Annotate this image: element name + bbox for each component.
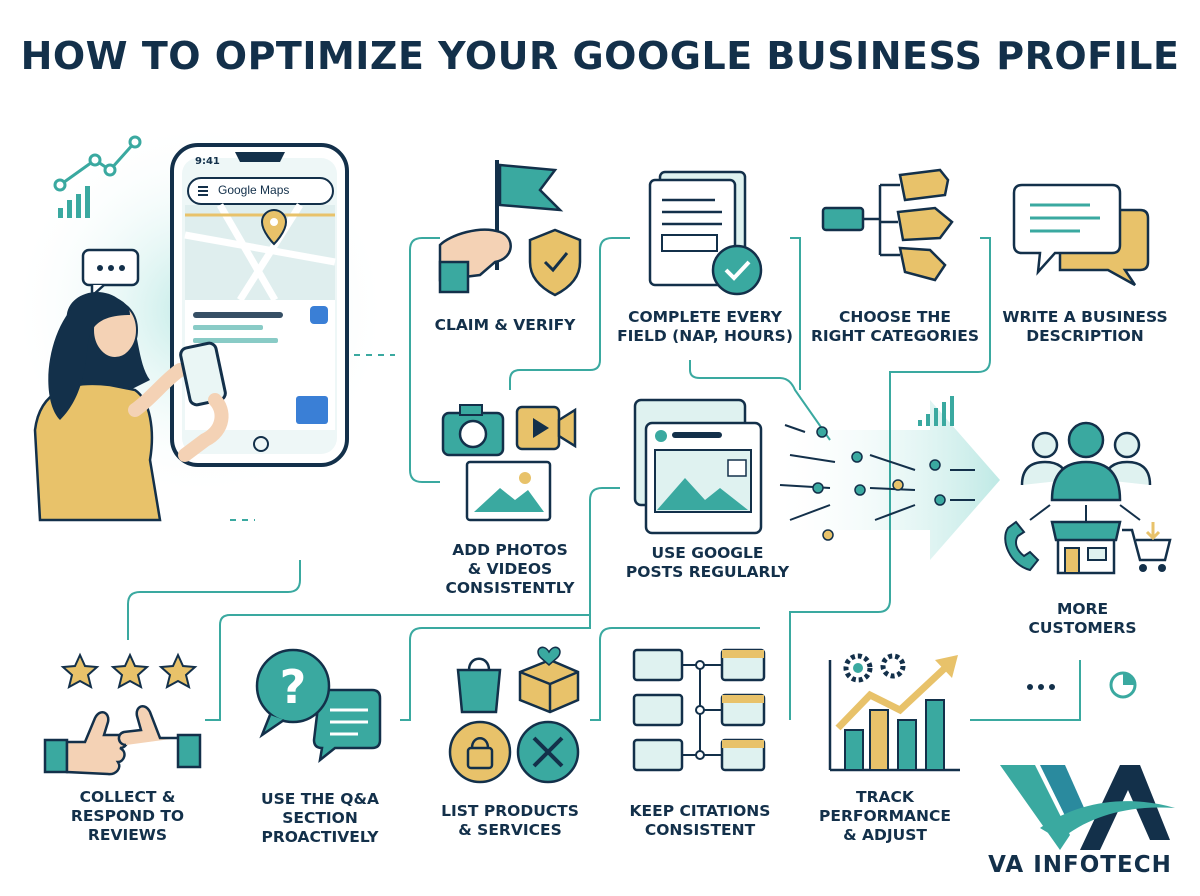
step-label-google-posts: USE GOOGLE POSTS REGULARLY — [625, 544, 790, 581]
brand-name: VA INFOTECH — [988, 852, 1172, 878]
growth-chart-gears-icon — [828, 653, 960, 772]
outcome-label: MORE CUSTOMERS — [1028, 600, 1137, 637]
connector-lines — [127, 237, 1081, 721]
step-label-products: LIST PRODUCTS & SERVICES — [441, 802, 579, 839]
people-funnel-icon — [779, 424, 975, 541]
camera-video-icon — [441, 404, 577, 522]
documents-check-icon — [648, 170, 763, 296]
step-label-reviews: COLLECT & RESPOND TO REVIEWS — [70, 788, 185, 844]
phone-status-time: 9:41 — [195, 156, 220, 167]
bar-chart-small-icon — [918, 396, 954, 426]
speech-bubbles-icon — [1012, 183, 1150, 287]
step-label-qa: USE THE Q&A SECTION PROACTIVELY — [261, 790, 379, 846]
va-infotech-logo — [1000, 765, 1175, 850]
step-label-photos-videos: ADD PHOTOS & VIDEOS CONSISTENTLY — [445, 541, 575, 597]
woman-with-phone-illustration — [33, 291, 229, 522]
step-label-claim: CLAIM & VERIFY — [434, 316, 576, 334]
phone-search-text: Google Maps — [218, 183, 290, 197]
category-tags-icon — [821, 168, 954, 282]
products-services-icon — [448, 646, 580, 784]
stars-thumbs-icon — [43, 652, 202, 776]
step-label-categories: CHOOSE THE RIGHT CATEGORIES — [810, 308, 980, 345]
step-label-description: WRITE A BUSINESS DESCRIPTION — [1002, 308, 1168, 345]
page-title: HOW TO OPTIMIZE YOUR GOOGLE BUSINESS PRO… — [20, 34, 1180, 78]
svg-text:?: ? — [280, 660, 307, 714]
storefront-icon — [1050, 520, 1122, 575]
social-posts-icon — [633, 398, 763, 535]
step-label-track: TRACK PERFORMANCE & ADJUST — [819, 788, 951, 844]
chat-bubble-icon — [81, 248, 140, 299]
step-label-citations: KEEP CITATIONS CONSISTENT — [629, 802, 771, 839]
shopping-cart-icon — [1122, 522, 1172, 572]
funnel-arrow — [770, 400, 1000, 560]
trend-chart-icon — [53, 135, 142, 218]
step-label-complete-fields: COMPLETE EVERY FIELD (NAP, HOURS) — [617, 308, 793, 345]
question-answer-icon: ? — [255, 648, 382, 764]
flag-shield-icon — [438, 160, 582, 297]
customers-group-icon — [1020, 421, 1152, 522]
phone-call-icon — [1004, 520, 1040, 572]
citations-list-icon — [632, 648, 766, 772]
